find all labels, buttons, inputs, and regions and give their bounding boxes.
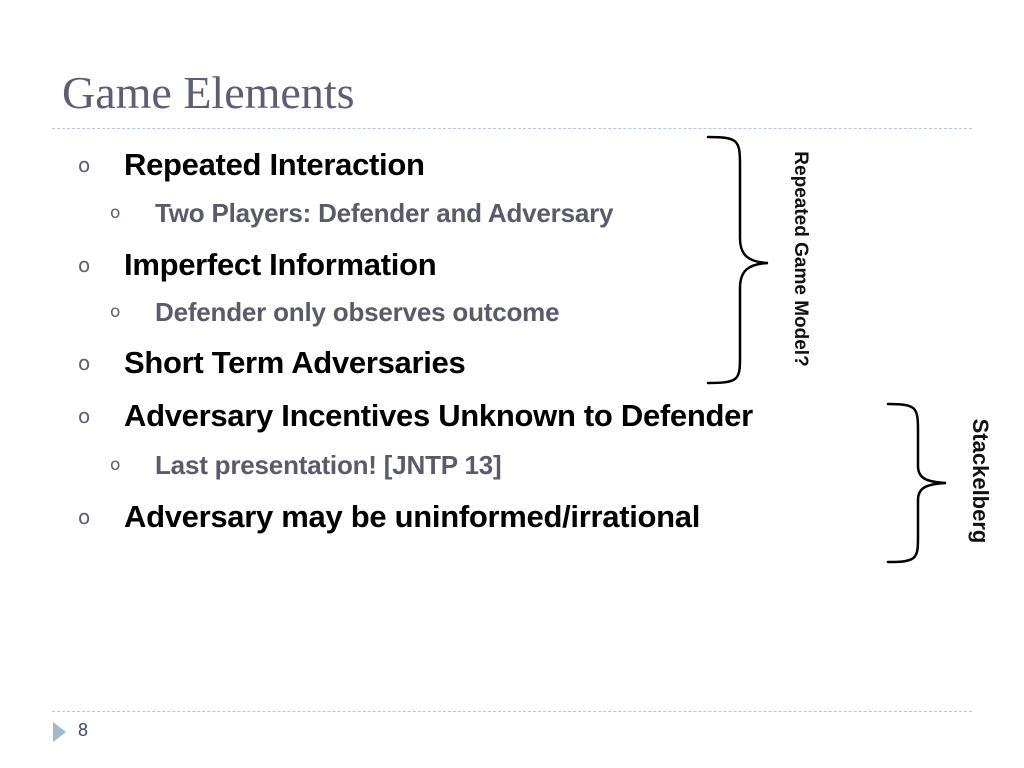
bullet-text: Adversary Incentives Unknown to Defender [124, 398, 753, 433]
repeated-game-label: Repeated Game Model? [790, 151, 811, 367]
footer-divider [52, 711, 972, 712]
bullet-marker: o [78, 153, 91, 177]
page-number: 8 [78, 720, 89, 740]
bullet-marker: o [110, 302, 121, 322]
slide-title: Game Elements [62, 67, 355, 118]
bullet-text: Last presentation! [JNTP 13] [155, 450, 502, 480]
title-divider [52, 128, 972, 129]
bullet-text: Adversary may be uninformed/irrational [124, 499, 701, 534]
bullet-marker: o [78, 404, 91, 428]
bullet-marker: o [78, 505, 91, 529]
bullet-text: Short Term Adversaries [124, 345, 466, 380]
bullet-marker: o [78, 351, 91, 375]
play-arrow-icon [53, 722, 66, 742]
bullet-text: Defender only observes outcome [155, 297, 560, 327]
bullet-marker: o [78, 253, 91, 277]
bullet-text: Imperfect Information [124, 247, 437, 282]
bullet-marker: o [110, 455, 121, 475]
bullet-text: Repeated Interaction [124, 147, 425, 182]
bullet-marker: o [110, 203, 121, 223]
bullet-text: Two Players: Defender and Adversary [155, 198, 614, 228]
stackelberg-label: Stackelberg [968, 418, 993, 544]
